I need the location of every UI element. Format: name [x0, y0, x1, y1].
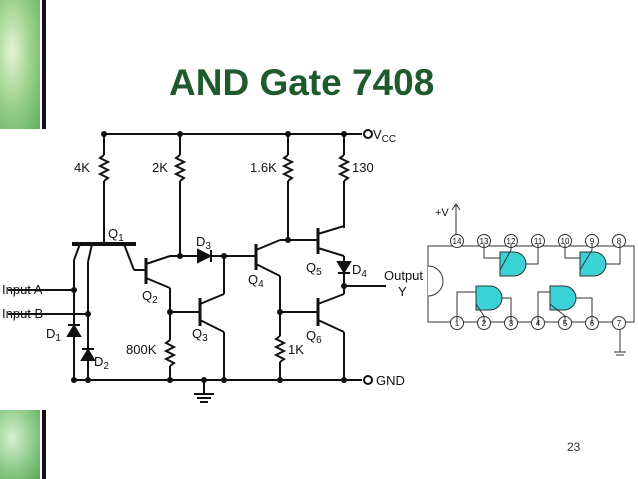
- bottom-pin-7: [612, 316, 626, 330]
- resistor-1-6k-label: 1.6K: [250, 160, 277, 175]
- top-pin-label-14: 14: [453, 237, 462, 246]
- bottom-pin-label-7: 7: [617, 319, 622, 328]
- q6-label: Q6: [306, 328, 322, 346]
- chip-top-pins: 14 13 12 11 10 9 8: [450, 234, 626, 248]
- decorative-leaf-top: [0, 0, 40, 129]
- decorative-leaf-bottom: [0, 410, 40, 479]
- resistor-2k-label: 2K: [152, 160, 168, 175]
- q5-label: Q5: [306, 260, 322, 278]
- chip-gates: [456, 244, 621, 324]
- resistor-130-label: 130: [352, 160, 374, 175]
- and-gate-upper-left: [499, 251, 527, 277]
- top-pin-label-9: 9: [590, 237, 595, 246]
- resistor-4k-label: 4K: [74, 160, 90, 175]
- q3-label: Q3: [192, 326, 208, 344]
- top-pin-label-10: 10: [561, 237, 570, 246]
- d1-label: D1: [46, 326, 61, 344]
- gnd-label: GND: [376, 373, 405, 388]
- circuit-labels: VCC GND Input A Input B Output Y 4K 2K 1…: [2, 127, 423, 388]
- vcc-label: VCC: [373, 127, 396, 145]
- page-number: 23: [567, 440, 581, 454]
- q1-label: Q1: [108, 226, 124, 244]
- top-pin-label-8: 8: [617, 237, 622, 246]
- circuit-junction-dots: [71, 131, 347, 383]
- circuit-wires: [8, 129, 386, 403]
- and-gate-lower-right: [549, 285, 577, 311]
- and-gate-lower-left: [475, 285, 503, 311]
- q4-label: Q4: [248, 272, 264, 290]
- resistor-1k-label: 1K: [288, 342, 304, 357]
- top-pin-label-11: 11: [534, 237, 543, 246]
- input-a-label: Input A: [2, 282, 43, 297]
- top-pin-14: [450, 234, 464, 248]
- output-label: Output: [384, 268, 423, 283]
- input-b-label: Input B: [2, 306, 43, 321]
- top-pin-label-12: 12: [507, 237, 516, 246]
- d3-label: D3: [196, 234, 211, 252]
- decorative-bar-top: [42, 0, 46, 129]
- slide-title: AND Gate 7408: [169, 62, 435, 103]
- top-pin-8: [612, 234, 626, 248]
- d2-label: D2: [94, 354, 109, 372]
- chip-supply-label: +V: [435, 207, 449, 219]
- decorative-bar-bottom: [42, 410, 46, 479]
- chip-pinout: [427, 203, 635, 356]
- resistor-800k-label: 800K: [126, 342, 157, 357]
- top-pin-label-13: 13: [480, 237, 489, 246]
- d4-label: D4: [352, 262, 367, 280]
- and-gate-upper-right: [579, 251, 607, 277]
- q2-label: Q2: [142, 288, 158, 306]
- output-y-label: Y: [398, 284, 407, 299]
